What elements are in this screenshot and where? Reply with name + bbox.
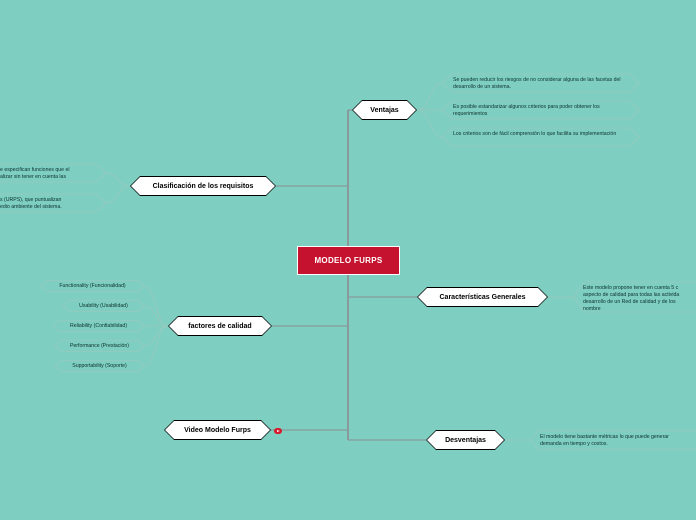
desventajas-item[interactable]: El modelo tiene bastante métricas lo que… xyxy=(540,434,669,447)
topic-clasificacion-label: Clasificación de los requisitos xyxy=(152,182,254,190)
caracteristicas-item[interactable]: Este modelo propone tener en cuenta 5 c … xyxy=(583,285,680,312)
ventajas-item[interactable]: Los criterios son de fácil comprensión l… xyxy=(453,131,617,137)
topic-ventajas-label: Ventajas xyxy=(370,106,399,114)
clasificacion-item[interactable]: e especifican funciones que el alizar si… xyxy=(0,167,70,180)
topic-clasificacion[interactable]: Clasificación de los requisitos xyxy=(130,176,276,196)
topic-factores[interactable]: factores de calidad xyxy=(168,316,272,336)
topic-ventajas[interactable]: Ventajas xyxy=(352,100,417,120)
ventajas-item[interactable]: Se pueden reducir los riesgos de no cons… xyxy=(453,77,621,90)
factor-item-usability[interactable]: Usability (Usabilidad) xyxy=(79,303,128,309)
topic-caracteristicas[interactable]: Características Generales xyxy=(417,287,548,307)
topic-video-label: Video Modelo Furps xyxy=(184,426,251,434)
topic-caracteristicas-label: Características Generales xyxy=(439,293,526,301)
video-link-icon[interactable] xyxy=(274,428,282,434)
factor-item-performance[interactable]: Performance (Prestación) xyxy=(69,343,130,349)
factor-item-supportability[interactable]: Supportability (Soporte) xyxy=(72,363,127,369)
topic-desventajas[interactable]: Desventajas xyxy=(426,430,505,450)
factor-item-reliability[interactable]: Reliability (Confiabilidad) xyxy=(69,323,128,329)
ventajas-item[interactable]: Es posible estandarizar algunos criterio… xyxy=(453,104,600,117)
topic-video[interactable]: Video Modelo Furps xyxy=(164,420,271,440)
central-topic[interactable]: MODELO FURPS xyxy=(297,246,400,275)
clasificacion-item[interactable]: s (URPS), que puntualizan edio ambiente … xyxy=(0,197,62,210)
factor-item-functionality[interactable]: Functionality (Funcionalidad) xyxy=(59,283,126,289)
topic-factores-label: factores de calidad xyxy=(188,322,252,330)
topic-desventajas-label: Desventajas xyxy=(445,436,486,444)
